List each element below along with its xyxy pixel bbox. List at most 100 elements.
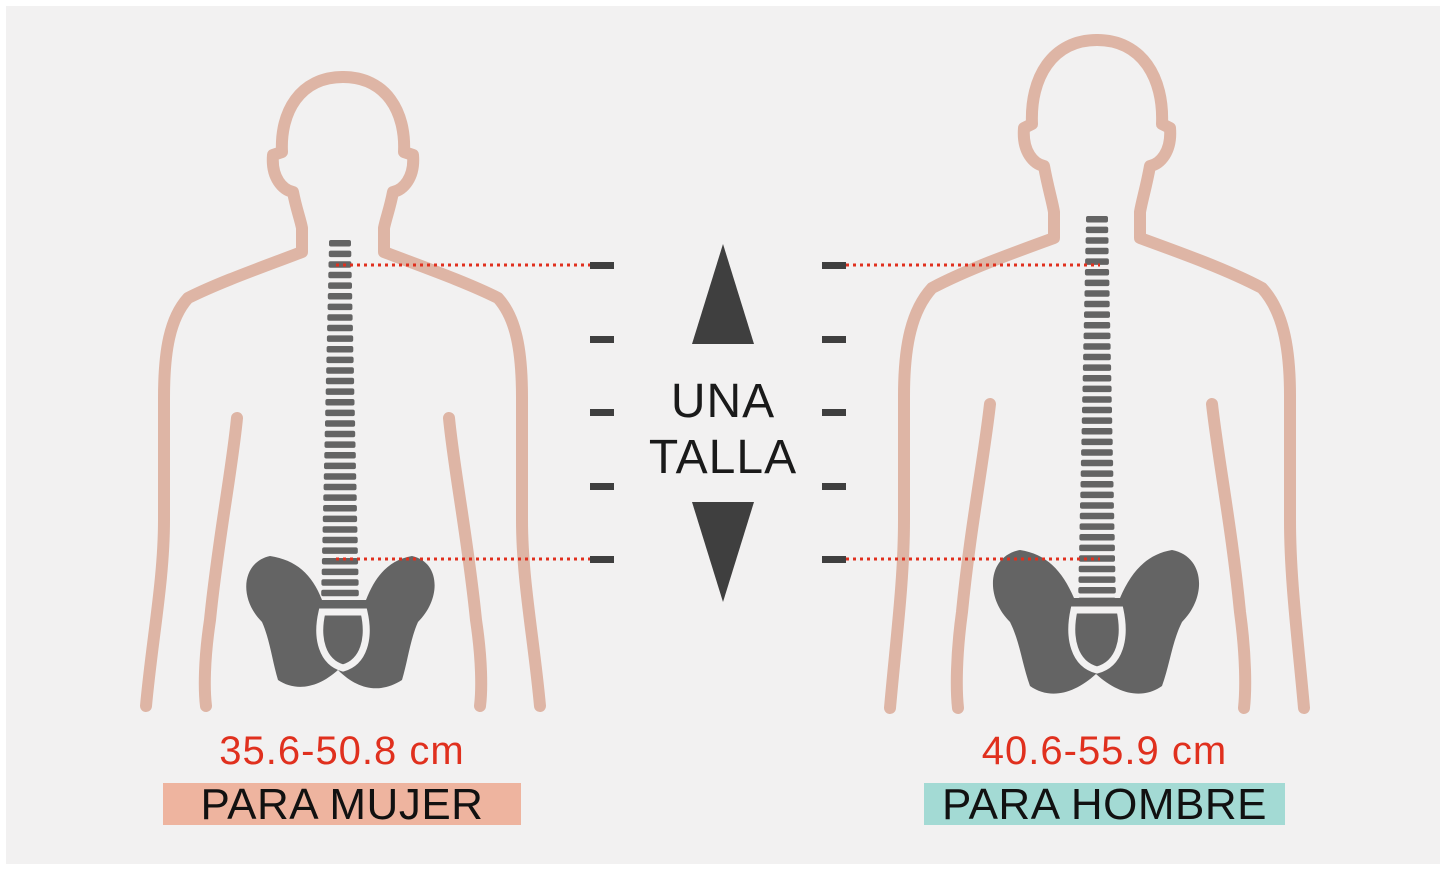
female-vertebra (322, 526, 358, 533)
male-vertebra (1080, 481, 1114, 488)
female-measurement: 35.6-50.8 cm (219, 729, 465, 773)
male-vertebra (1081, 417, 1113, 424)
male-vertebra (1083, 332, 1111, 340)
female-label: PARA MUJER (200, 780, 484, 829)
male-vertebra (1079, 534, 1115, 541)
diagram-background (6, 6, 1440, 864)
female-vertebra (325, 377, 355, 385)
female-vertebra (326, 335, 354, 342)
right-tick-5 (822, 556, 846, 563)
male-vertebra (1085, 258, 1109, 265)
male-vertebra (1082, 406, 1112, 414)
male-vertebra (1086, 216, 1108, 223)
triangle-down-icon (692, 502, 754, 602)
measurement-guides (336, 263, 1100, 561)
male-vertebra (1083, 322, 1111, 329)
male-vertebra (1080, 491, 1114, 499)
female-vertebra (324, 462, 356, 470)
left-tick-2 (590, 336, 614, 343)
male-vertebra (1084, 290, 1110, 297)
male-vertebra (1082, 375, 1112, 382)
male-vertebra (1080, 459, 1114, 467)
male-vertebra (1082, 385, 1112, 393)
male-vertebra (1084, 311, 1110, 318)
one-size-line-1: UNA (670, 375, 776, 428)
female-vertebra (324, 430, 356, 438)
female-vertebra (326, 346, 354, 353)
male-vertebra (1085, 237, 1109, 244)
female-vertebra (323, 505, 357, 512)
female-vertebra (323, 483, 357, 491)
female-vertebra (322, 547, 358, 554)
male-vertebra (1081, 449, 1113, 456)
right-tick-1 (822, 262, 846, 269)
female-vertebra (325, 399, 355, 406)
female-vertebra (324, 452, 356, 459)
male-vertebra (1080, 470, 1114, 477)
female-vertebra (326, 356, 354, 364)
female-vertebra (328, 282, 352, 289)
female-vertebra (327, 324, 353, 332)
male-measurement: 40.6-55.9 cm (981, 729, 1228, 773)
male-vertebra (1083, 353, 1111, 361)
male-label: PARA HOMBRE (942, 780, 1267, 829)
male-vertebra (1084, 300, 1110, 308)
female-vertebra (321, 589, 359, 597)
left-tick-4 (590, 483, 614, 490)
male-pelvis-bone (992, 550, 1200, 694)
male-vertebra (1081, 428, 1113, 435)
male-vertebra (1078, 587, 1116, 594)
male-vertebra (1084, 279, 1110, 287)
female-vertebra (328, 271, 352, 279)
female-vertebra (327, 303, 353, 311)
left-tick-5 (590, 556, 614, 563)
right-tick-2 (822, 336, 846, 343)
male-vertebra (1080, 502, 1114, 509)
female-vertebra (323, 473, 357, 480)
female-vertebra (328, 250, 352, 258)
male-spine (1078, 216, 1116, 605)
scale-ticks (590, 262, 846, 563)
male-vertebra (1085, 226, 1109, 234)
female-vertebra (323, 494, 357, 501)
left-tick-1 (590, 262, 614, 269)
female-vertebra (321, 558, 359, 565)
female-vertebra (329, 240, 351, 247)
female-vertebra (325, 388, 355, 395)
male-label-background (924, 783, 1285, 825)
female-vertebra (322, 536, 358, 544)
female-label-background (163, 783, 521, 825)
male-vertebra (1079, 544, 1115, 552)
female-vertebra (324, 441, 356, 448)
male-vertebra (1079, 523, 1115, 530)
female-vertebra (321, 579, 359, 586)
one-size-line-2: TALLA (648, 431, 798, 484)
female-vertebra (322, 515, 358, 523)
female-vertebra (328, 261, 352, 268)
male-vertebra (1078, 555, 1115, 562)
male-body-outline (884, 34, 1310, 714)
male-vertebra (1078, 565, 1116, 573)
male-figure (884, 34, 1310, 714)
female-pelvis-bone (246, 556, 435, 689)
female-vertebra (325, 409, 355, 417)
male-vertebra (1081, 438, 1113, 446)
male-vertebra (1079, 512, 1115, 520)
female-vertebra (327, 293, 353, 300)
female-spine (321, 240, 359, 597)
female-vertebra (327, 314, 353, 321)
female-vertebra (325, 420, 356, 427)
male-vertebra (1082, 396, 1112, 403)
female-vertebra (326, 367, 354, 374)
male-vertebra (1078, 597, 1116, 605)
triangle-up-icon (692, 244, 754, 344)
male-vertebra (1078, 576, 1116, 583)
female-vertebra (321, 568, 359, 576)
male-vertebra (1083, 343, 1111, 350)
male-vertebra (1084, 269, 1110, 276)
right-tick-4 (822, 483, 846, 490)
male-vertebra (1085, 247, 1109, 255)
male-vertebra (1082, 364, 1112, 371)
